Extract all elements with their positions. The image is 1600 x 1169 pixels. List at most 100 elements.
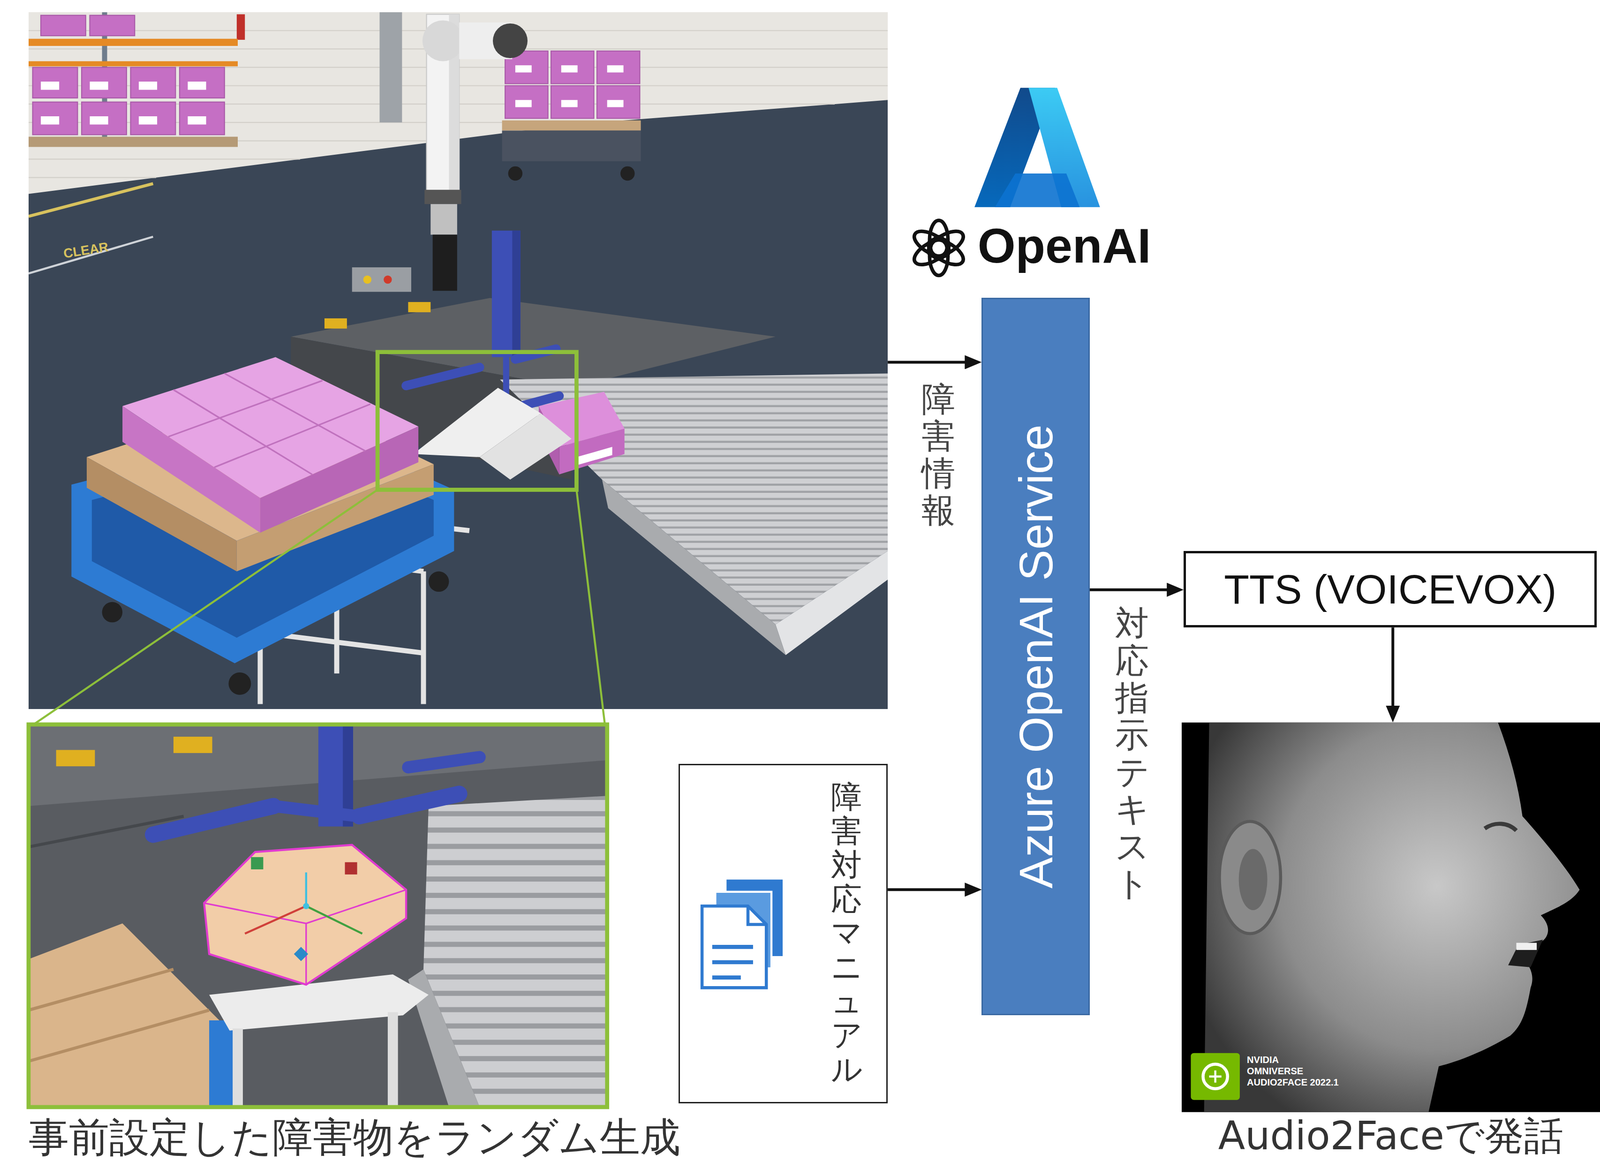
- warehouse-scene-part: [620, 166, 635, 181]
- node-text: 障害対応マニュアル: [830, 780, 862, 1087]
- face-render-part: [1484, 823, 1517, 831]
- warehouse-scene-part: [377, 352, 577, 491]
- warehouse-scene-part: [502, 120, 642, 131]
- badge-text: OMNIVERSE: [1246, 1066, 1304, 1077]
- warehouse-scene-part: [775, 550, 888, 656]
- manual-box: 障害対応マニュアル: [678, 763, 888, 1103]
- caption-text: 事前設定した障害物をランダム生成: [28, 1116, 681, 1159]
- warehouse-scene-part: [492, 23, 528, 59]
- document-icon: [701, 879, 783, 989]
- text-holder: TTS (VOICEVOX): [1223, 565, 1557, 613]
- warehouse-scene-part: [558, 428, 625, 475]
- face-render-part: [1190, 1053, 1240, 1101]
- edge-label-holder: 対応指示テキスト: [1115, 604, 1149, 903]
- warehouse-scene-part: [40, 15, 86, 37]
- face-render: [1181, 722, 1600, 1113]
- warehouse-scene-part: [602, 479, 786, 656]
- node-text: TTS (VOICEVOX): [1223, 565, 1557, 613]
- face-render-part: [1203, 1064, 1228, 1089]
- zoom-inset-part: [305, 872, 308, 906]
- warehouse-scene-part: [428, 571, 450, 593]
- openai-logo: [910, 220, 967, 276]
- warehouse-scene-part: [502, 130, 642, 162]
- document-icon-part: [701, 905, 767, 988]
- flow-arrow: [887, 360, 976, 364]
- warehouse-scene-part: [122, 406, 261, 533]
- flow-arrow: [1391, 627, 1395, 717]
- edge-label-holder: 障害情報: [921, 380, 956, 530]
- text-holder: Azure OpenAI Service: [1008, 424, 1063, 889]
- scene-picture: CLEAR: [28, 12, 888, 710]
- warehouse-scene-part: [515, 65, 624, 107]
- zoom-inset-part: [232, 1028, 243, 1108]
- face-render-part: [1219, 821, 1281, 934]
- warehouse-scene-part: [363, 275, 372, 284]
- zoom-line: [30, 489, 605, 727]
- azure-logo-part: [995, 173, 1080, 208]
- warehouse-scene-part: [430, 203, 458, 235]
- warehouse-scene-part: [28, 183, 153, 217]
- warehouse-scene-part: [499, 373, 888, 625]
- warehouse-scene-part: [28, 38, 238, 46]
- warehouse-scene-part: [491, 230, 521, 358]
- process-box: TTS (VOICEVOX): [1183, 550, 1597, 628]
- text-holder: 障害対応マニュアル: [830, 780, 862, 1087]
- edge-label: 障害情報: [921, 380, 956, 530]
- warehouse-scene-part: [479, 413, 572, 480]
- zoom-inset-part: [203, 845, 407, 985]
- document-icon-part: [747, 905, 767, 925]
- document-icon-part: [712, 946, 754, 978]
- warehouse-scene-part: [168, 373, 371, 475]
- node-text: CLEAR: [62, 239, 110, 262]
- warehouse-scene-part: [508, 166, 523, 181]
- flow-arrow: [887, 888, 976, 891]
- zoom-frame: [28, 724, 608, 1108]
- zoom-inset-part: [28, 923, 220, 1108]
- zoom-inset-part: [273, 757, 480, 817]
- brand-name: OpenAI: [977, 220, 1152, 272]
- label-holder: AUDIO2FACE 2022.1: [1246, 1077, 1339, 1088]
- label-holder: OpenAI: [977, 220, 1152, 272]
- azure-logo: [974, 87, 1101, 208]
- warehouse-scene-part: [236, 14, 245, 40]
- warehouse-scene-part: [28, 136, 238, 148]
- text-holder: Audio2Faceで発話: [1181, 1113, 1600, 1159]
- zoom-inset-part: [173, 736, 213, 754]
- node-text: Azure OpenAI Service: [1008, 424, 1063, 889]
- edge-label: 対応指示テキスト: [1115, 604, 1149, 903]
- text-holder: CLEAR: [62, 239, 110, 262]
- zoom-inset-part: [344, 862, 357, 875]
- face-picture: Audio2Faceで発話: [1181, 722, 1600, 1113]
- zoom-inset-part: [302, 903, 310, 910]
- node-text: Audio2Faceで発話: [1218, 1113, 1564, 1159]
- warehouse-scene-part: [228, 672, 251, 695]
- warehouse-scene: [28, 12, 888, 710]
- warehouse-scene-part: [422, 20, 464, 62]
- zoom-inset-part: [294, 946, 309, 961]
- service-bar: Azure OpenAI Service: [981, 297, 1090, 1016]
- face-render-part: [1516, 943, 1538, 951]
- zoom-inset: [28, 724, 608, 1108]
- warehouse-scene-part: [352, 267, 412, 292]
- label-holder: OMNIVERSE: [1246, 1066, 1304, 1077]
- warehouse-scene-part: [40, 81, 207, 125]
- face-render-part: [1204, 722, 1580, 1113]
- label-holder: NVIDIA: [1246, 1055, 1279, 1065]
- zoom-inset-part: [387, 1012, 399, 1108]
- label-holder: 事前設定した障害物をランダム生成: [28, 1116, 681, 1159]
- face-render-part: [1181, 722, 1600, 1113]
- badge-text: AUDIO2FACE 2022.1: [1246, 1077, 1339, 1088]
- warehouse-scene-part: [28, 61, 238, 67]
- zoom-inset-part: [28, 969, 210, 1062]
- warehouse-scene-part: [512, 230, 521, 358]
- warehouse-scene-part: [28, 12, 888, 710]
- zoom-inset-part: [203, 889, 407, 985]
- warehouse-scene-part: [102, 602, 123, 623]
- badge-text: NVIDIA: [1246, 1055, 1279, 1065]
- warehouse-scene-part: [383, 275, 392, 284]
- zoom-inset-part: [306, 905, 363, 934]
- face-render-part: [1238, 848, 1268, 911]
- warehouse-scene-part: [379, 12, 402, 123]
- zoom-inset-part: [56, 749, 96, 767]
